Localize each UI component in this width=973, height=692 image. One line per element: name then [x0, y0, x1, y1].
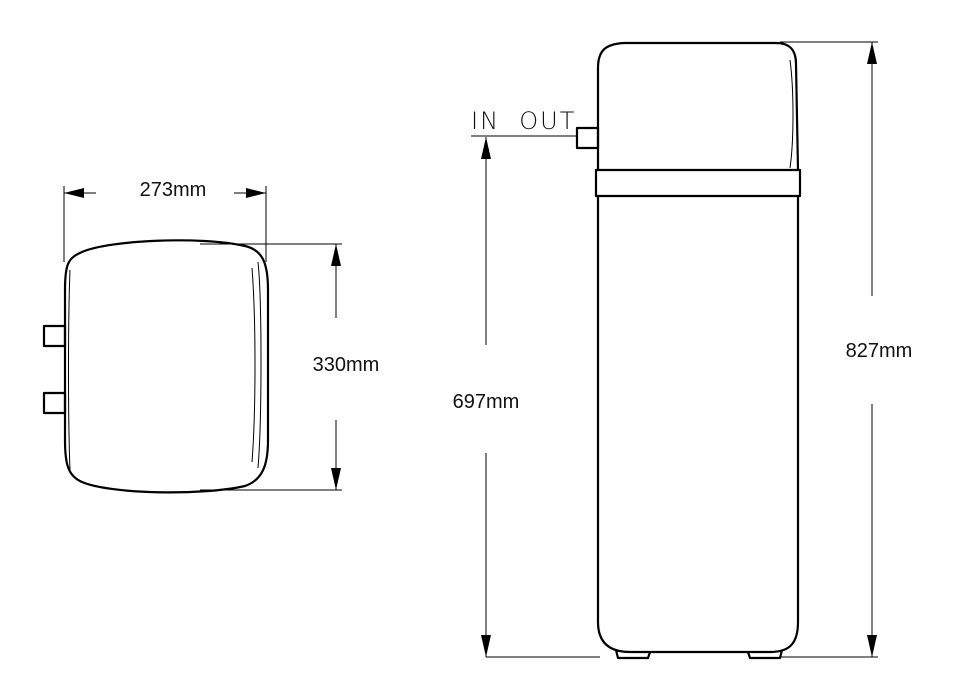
width-dimension-label: 273mm — [140, 179, 207, 201]
ports-label: IN OUT — [471, 107, 576, 135]
top-view-right-rim — [257, 261, 262, 469]
side-view-foot-left — [614, 649, 652, 660]
port-height-arrow-top — [481, 137, 491, 159]
side-view-band — [594, 168, 802, 198]
total-height-label: 827mm — [846, 340, 913, 362]
total-height-arrow-bottom — [867, 635, 877, 657]
depth-dimension-label: 330mm — [313, 354, 380, 376]
side-view-head — [596, 41, 800, 171]
depth-arrow-bottom — [331, 468, 341, 490]
side-view-port-connector — [575, 126, 600, 150]
total-height-arrow-top — [867, 42, 877, 64]
top-view-body-outline — [63, 239, 270, 494]
top-view-left-rim — [68, 269, 71, 471]
side-view-foot-right — [746, 649, 784, 660]
side-view-head-edge — [789, 59, 794, 169]
port-height-label: 697mm — [453, 391, 520, 413]
top-view-right-rim-inner — [251, 267, 256, 463]
top-view-outlet-connector — [42, 391, 67, 415]
width-arrow-right — [246, 188, 266, 198]
port-height-arrow-bottom — [481, 635, 491, 657]
depth-arrow-top — [331, 244, 341, 266]
width-arrow-left — [64, 188, 84, 198]
top-view-inlet-connector — [42, 324, 67, 348]
side-view: IN OUT 697mm 827mm — [453, 41, 913, 660]
side-view-tank — [596, 196, 800, 654]
top-view: 273mm 330mm — [42, 179, 380, 494]
